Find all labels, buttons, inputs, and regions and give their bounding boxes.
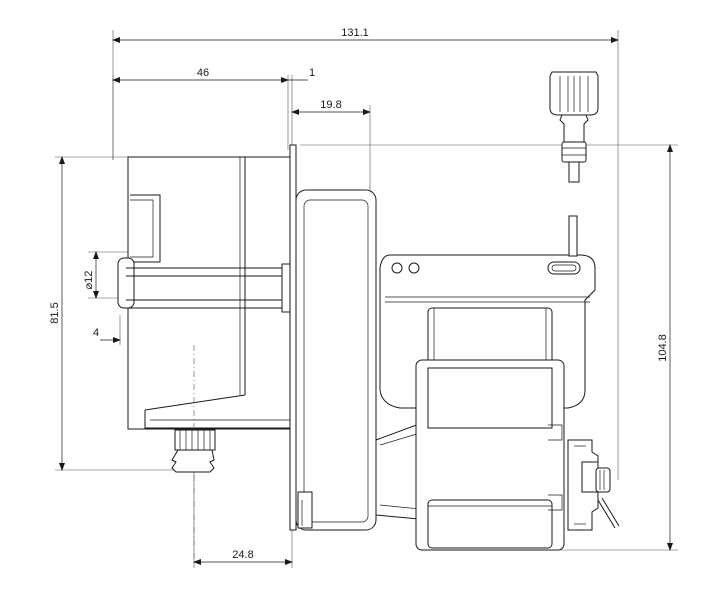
adjustment-knob: [567, 439, 620, 531]
dim-label-overall-height: 104.8: [657, 334, 669, 362]
dimension-overall-width: 131.1: [112, 27, 619, 480]
dimension-flange-thickness: 1: [288, 67, 315, 150]
diameter-symbol: ⌀: [83, 282, 95, 289]
mount-hole-icon: [408, 262, 420, 274]
dim-label-height-81-5: 81.5: [49, 302, 61, 323]
svg-text:⌀12: ⌀12: [83, 271, 95, 290]
mount-hole-icon: [391, 262, 403, 274]
detached-knob: [549, 71, 599, 183]
pump-head-body: [127, 156, 291, 430]
outlet-fitting: [171, 429, 216, 473]
adjust-slot-icon: [547, 261, 581, 275]
dim-label-diameter-12: 12: [83, 271, 95, 283]
dim-label-overall-width: 131.1: [341, 27, 369, 39]
mounting-flange: [289, 144, 297, 531]
front-cover: [295, 189, 377, 531]
dimension-cover-depth: 19.8: [291, 99, 371, 190]
dim-label-flange-thickness: 1: [309, 67, 315, 79]
dimension-outlet-offset: 24.8: [193, 470, 293, 568]
dim-label-offset-4: 4: [93, 327, 99, 339]
dim-label-cover-depth: 19.8: [320, 99, 341, 111]
dim-label-outlet-offset: 24.8: [232, 549, 253, 561]
pump-head-clip: [117, 257, 291, 313]
dim-label-head-depth: 46: [197, 67, 209, 79]
dimension-overall-height: 104.8: [300, 144, 678, 551]
dimension-head-depth: 46: [112, 67, 289, 160]
motor-body: [415, 307, 565, 551]
